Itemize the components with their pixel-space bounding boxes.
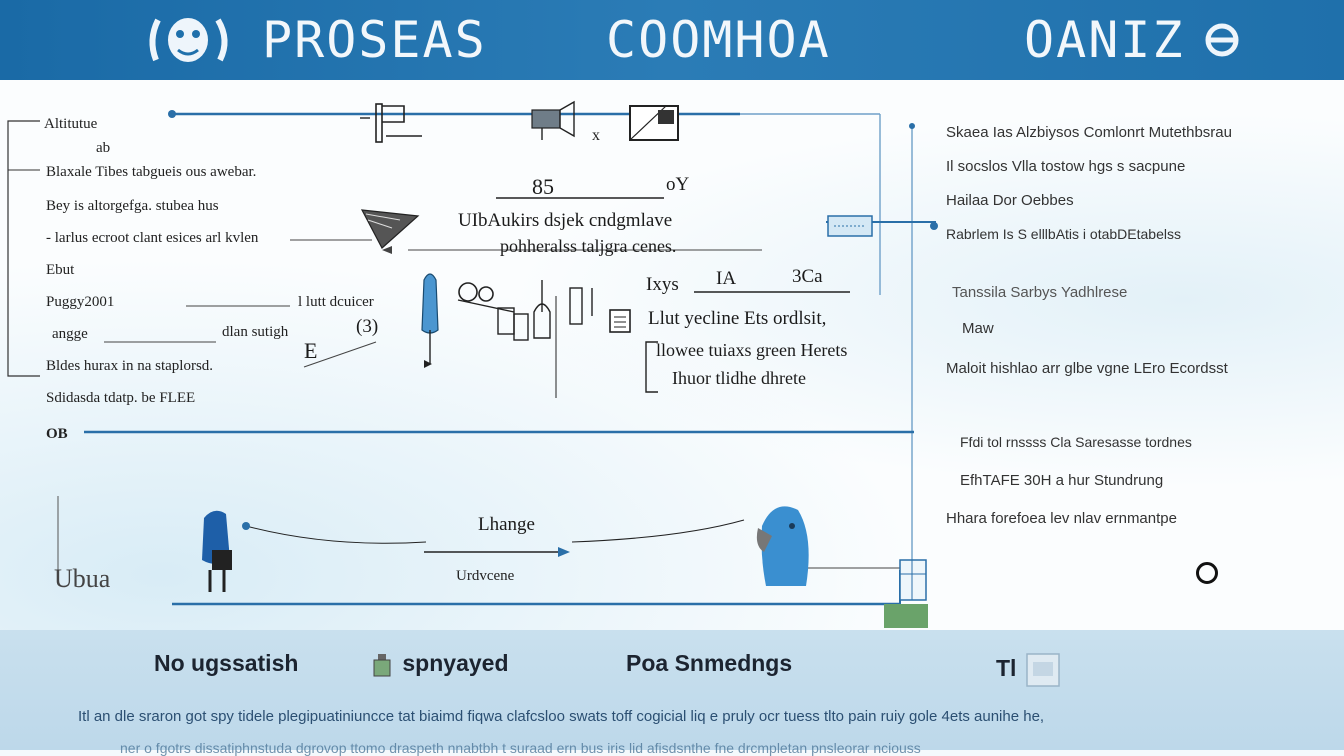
footer-item-2[interactable]: spnyayed	[370, 650, 509, 678]
right-label-5: Tanssila Sarbys Yadhlrese	[952, 284, 1128, 301]
left-label-9: Bldes hurax in na staplorsd.	[46, 358, 214, 374]
plane-icon	[360, 209, 420, 249]
left-label-1: Altitutue	[44, 116, 98, 132]
right-label-10: Hhara forefoea lev nlav ernmantpe	[946, 510, 1177, 527]
gear-icon	[1026, 653, 1060, 687]
right-label-2: Il socslos Vlla tostow hgs s sacpune	[946, 158, 1186, 175]
left-label-11: OB	[46, 426, 68, 442]
logo-face-icon	[149, 18, 228, 62]
footer-item-2-label: spnyayed	[402, 650, 509, 676]
right-label-1: Skaea Ias Alzbiysos Comlonrt Mutethbsrau	[946, 124, 1232, 141]
header-banner: PROSEAS COOMHOA OANIZ	[0, 0, 1344, 80]
window-icon	[629, 105, 679, 141]
left-label-8: angge	[52, 326, 88, 342]
person-left-icon	[202, 510, 232, 592]
footer-item-3[interactable]: Poa Snmedngs	[626, 650, 793, 676]
box-line-1: Llut yecline Ets ordlsit,	[648, 308, 827, 329]
value-b: oY	[666, 174, 690, 195]
tag-a: (3)	[356, 316, 379, 337]
arrow-label-b: dlan sutigh	[222, 324, 289, 340]
footer-item-1[interactable]: No ugssatish	[154, 650, 299, 676]
ring-icon	[1196, 562, 1218, 584]
left-label-4: Bey is altorgefga. stubea hus	[46, 198, 219, 214]
flag-icon	[360, 103, 422, 143]
footer-description-1: Itl an dle sraron got spy tidele plegipu…	[78, 708, 1045, 725]
left-label-10: Sdidasda tdatp. be FLEE	[46, 390, 196, 406]
value-a: 85	[532, 174, 554, 199]
note-a: UIbAukirs dsjek cndgmlave	[458, 210, 673, 231]
person-icon	[421, 273, 593, 368]
footer-bar: No ugssatish spnyayed Poa Snmedngs Tl It…	[0, 630, 1344, 756]
header-title-part1: PROSEAS	[262, 11, 487, 69]
left-label-7: Puggy2001	[46, 294, 115, 310]
footer-item-4-label: Tl	[996, 655, 1017, 682]
person-right-icon	[756, 506, 809, 586]
left-label-5: - larlus ecroot clant esices arl kvlen	[46, 230, 259, 246]
right-label-9: EfhTAFE 30H a hur Stundrung	[960, 472, 1164, 489]
right-label-6: Maw	[962, 320, 994, 337]
arrow-label-a: l lutt dcuicer	[298, 294, 374, 310]
note-b: pohheralss taljgra cenes.	[500, 236, 677, 256]
left-label-6: Ebut	[46, 262, 75, 278]
box-line-2: llowee tuiaxs green Herets	[656, 340, 848, 360]
flow-label-top: Lhange	[478, 514, 535, 535]
bottom-left-label: Ubua	[54, 564, 111, 593]
left-label-2: ab	[96, 140, 111, 156]
image-icon	[884, 559, 928, 628]
header-title-part2: COOMHOA	[606, 11, 831, 69]
header-title-part3: OANIZ	[1024, 11, 1185, 69]
footer-item-4[interactable]: Tl	[996, 650, 1063, 690]
flow-label-bottom: Urdvcene	[456, 568, 515, 584]
box-line-3: Ihuor tlidhe dhrete	[672, 368, 806, 388]
left-label-3: Blaxale Tibes tabgueis ous awebar.	[46, 164, 257, 180]
svg-text:x: x	[592, 127, 600, 144]
tag-b: E	[304, 338, 318, 363]
right-label-8: Ffdi tol rnssss Cla Saresasse tordnes	[960, 434, 1192, 450]
right-label-4: Rabrlem Is S elllbAtis i otabDEtabelss	[946, 226, 1181, 242]
diagram-canvas: x	[0, 80, 1344, 630]
document-icon	[609, 309, 631, 333]
bottle-icon	[373, 653, 391, 677]
footer-description-2: ner o fgotrs dissatiphnstuda dgrovop tto…	[120, 740, 921, 756]
bracket-icon	[645, 341, 658, 393]
settings-glyph-icon	[1205, 23, 1239, 57]
right-label-3: Hailaa Dor Oebbes	[946, 192, 1074, 209]
right-label-7: Maloit hishlao arr glbe vgne LEro Ecords…	[946, 360, 1228, 377]
speaker-icon: x	[531, 100, 600, 144]
key-b: IA	[716, 268, 737, 289]
key-a: Ixys	[646, 274, 679, 295]
key-c: 3Ca	[792, 266, 823, 287]
mini-table-icon	[827, 215, 873, 237]
